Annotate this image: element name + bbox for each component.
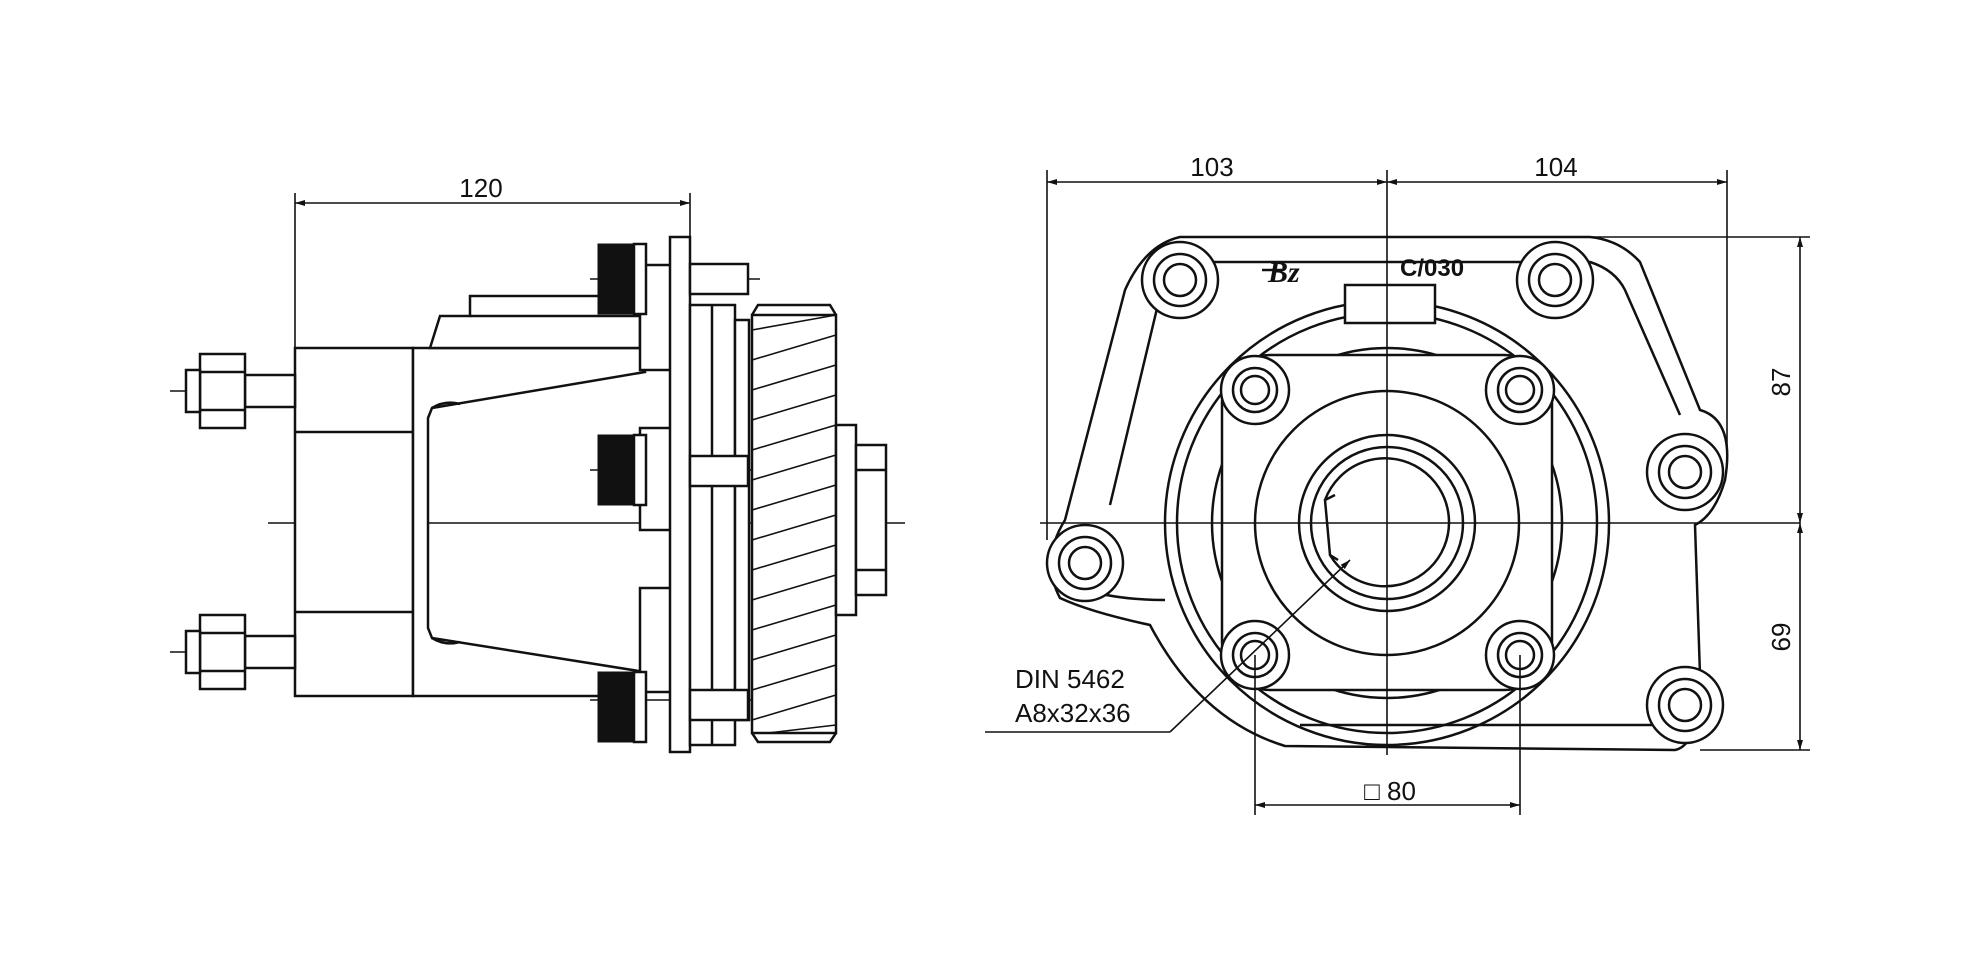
spline-standard-label: DIN 5462 — [1015, 664, 1125, 694]
bolt-head-middle — [597, 433, 648, 507]
dim-text-87: 87 — [1766, 368, 1796, 397]
model-label: C/030 — [1400, 255, 1464, 282]
dim-text-104: 104 — [1534, 152, 1577, 182]
bolt-hole-left — [1045, 523, 1125, 603]
front-view: Bz C/030 103 104 87 69 □ 80 — [985, 152, 1810, 815]
flange — [668, 235, 692, 754]
brand-logo: Bz — [1267, 256, 1300, 289]
bolt-hole-top-left — [1140, 240, 1220, 320]
bolt-hole-bottom-right — [1645, 665, 1725, 745]
dim-text-120: 120 — [459, 173, 502, 203]
dimension-103-104: 103 104 — [1046, 152, 1728, 540]
bolt-hole-square-tl — [1219, 354, 1291, 426]
top-tab — [1343, 283, 1437, 325]
bolt-hole-right — [1645, 432, 1725, 512]
dimension-square-80: □ 80 — [1254, 655, 1521, 815]
side-view: 120 — [170, 173, 905, 754]
bolt-hole-top-right — [1515, 240, 1595, 320]
dim-text-69: 69 — [1766, 623, 1796, 652]
stud-nut-upper — [184, 352, 297, 430]
spline-size-label: A8x32x36 — [1015, 698, 1131, 728]
bolt-hole-square-tr — [1484, 354, 1556, 426]
dimension-120: 120 — [294, 173, 691, 348]
spline-callout: DIN 5462 A8x32x36 — [985, 559, 1351, 733]
bolt-head-top — [597, 242, 648, 316]
shaft-nut — [834, 423, 888, 617]
helical-gear — [750, 303, 838, 744]
bolt-head-bottom — [597, 670, 648, 744]
dimension-87-69: 87 69 — [1590, 236, 1810, 751]
rear-mounting-plate — [293, 346, 415, 698]
spline-bore — [1323, 457, 1451, 588]
dim-text-square-80: □ 80 — [1364, 776, 1416, 806]
stud-nut-lower — [184, 613, 297, 691]
dim-text-103: 103 — [1190, 152, 1233, 182]
